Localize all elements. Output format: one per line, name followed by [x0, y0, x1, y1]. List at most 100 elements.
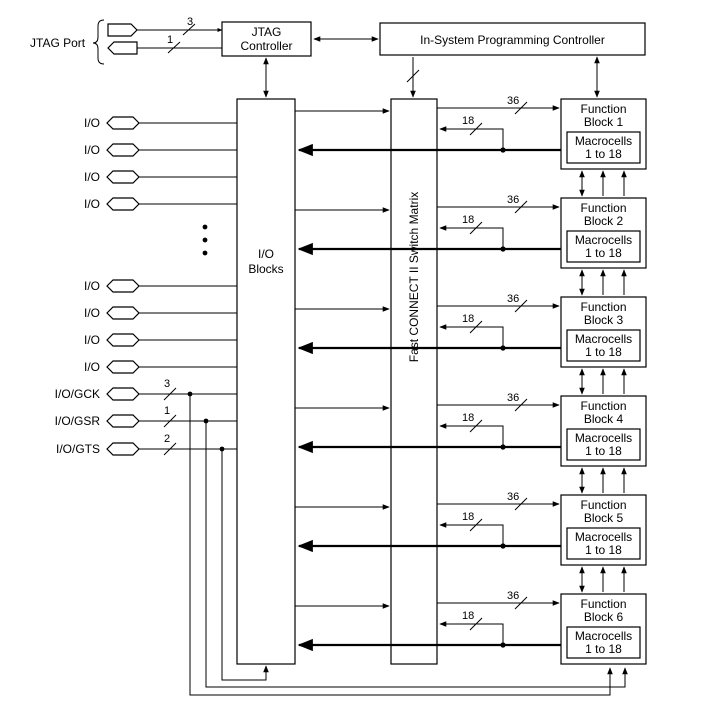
- bus-slash: [182, 23, 196, 36]
- fb-input-width: 36: [507, 95, 519, 107]
- macrocells-box: [566, 428, 641, 461]
- bus-slash: [469, 221, 483, 235]
- macrocells-box: [566, 329, 641, 362]
- macrocells-box: [566, 527, 641, 560]
- global-pin-label: I/O/GCK: [55, 387, 100, 401]
- fb-feedback-bus: [439, 225, 504, 249]
- function-block-name: Block 3: [584, 313, 624, 327]
- macrocells-label: Macrocells: [575, 233, 632, 247]
- io-pin-label: I/O: [84, 360, 100, 374]
- global-pin-connector: [106, 387, 140, 401]
- io-pin-label: I/O: [84, 143, 100, 157]
- bus-slash: [163, 414, 177, 428]
- jtag-brace: [92, 19, 105, 65]
- jtag-controller-box: [221, 21, 312, 57]
- function-block-title: Function: [580, 300, 626, 314]
- fb-input-width: 36: [507, 392, 519, 404]
- function-block-title: Function: [580, 597, 626, 611]
- fb-feedback-width: 18: [462, 412, 474, 424]
- function-block-name: Block 2: [584, 214, 624, 228]
- io-pins: I/O I/O I/O I/O I/O I/O I/O I/O: [84, 116, 237, 374]
- bus-slash: [163, 442, 177, 456]
- bus-slash: [514, 497, 528, 511]
- function-block-title: Function: [580, 201, 626, 215]
- bus-slash: [469, 122, 483, 136]
- fb-feedback-width: 18: [462, 610, 474, 622]
- function-block-title: Function: [580, 399, 626, 413]
- switch-matrix-label: Fast CONNECT II Switch Matrix: [407, 192, 421, 362]
- global-pin-width: 3: [164, 378, 170, 390]
- fb-input-width: 36: [507, 293, 519, 305]
- bus-slash: [514, 398, 528, 412]
- fb-feedback-bus: [439, 621, 504, 645]
- io-pin-label: I/O: [84, 333, 100, 347]
- function-block-title: Function: [580, 498, 626, 512]
- jtag-controller-label-2: Controller: [240, 39, 292, 53]
- function-block-name: Block 4: [584, 412, 624, 426]
- macrocells-box: [566, 230, 641, 263]
- io-pin-connector: [106, 143, 140, 157]
- fb-feedback-width: 18: [462, 511, 474, 523]
- gsr-bus-line: [205, 421, 628, 688]
- macrocells-range: 1 to 18: [585, 543, 622, 557]
- macrocells-range: 1 to 18: [585, 147, 622, 161]
- isp-controller-box: [379, 22, 646, 56]
- switch-matrix-box: [390, 98, 438, 665]
- function-block-name: Block 5: [584, 511, 624, 525]
- io-blocks-box: [236, 98, 296, 665]
- fb-input-width: 36: [507, 194, 519, 206]
- macrocells-range: 1 to 18: [585, 642, 622, 656]
- function-block-title: Function: [580, 102, 626, 116]
- fb-feedback-width: 18: [462, 214, 474, 226]
- gts-bus-line: [221, 449, 269, 681]
- macrocells-range: 1 to 18: [585, 246, 622, 260]
- bus-slash: [469, 518, 483, 532]
- bus-slash: [514, 200, 528, 214]
- io-pin-connector: [106, 170, 140, 184]
- function-block-name: Block 1: [584, 115, 624, 129]
- ellipsis-dot: [202, 237, 208, 243]
- io-pin-label: I/O: [84, 197, 100, 211]
- macrocells-box: [566, 131, 641, 164]
- macrocells-label: Macrocells: [575, 629, 632, 643]
- ellipsis-dot: [202, 224, 208, 230]
- io-pin-label: I/O: [84, 279, 100, 293]
- global-pin-width: 1: [164, 405, 170, 417]
- bus-slash: [163, 387, 177, 401]
- io-pin-connector: [106, 279, 140, 293]
- bus-slash: [514, 596, 528, 610]
- fb-feedback-width: 18: [462, 313, 474, 325]
- bus-slash: [469, 617, 483, 631]
- global-pin-connector: [106, 414, 140, 428]
- io-pin-connector: [106, 306, 140, 320]
- bus-slash: [406, 69, 420, 83]
- function-block-name: Block 6: [584, 610, 624, 624]
- jtag-tdo-connector: [107, 41, 138, 55]
- fb-feedback-bus: [439, 522, 504, 546]
- io-pin-connector: [106, 197, 140, 211]
- bus-slash: [469, 320, 483, 334]
- io-pin-label: I/O: [84, 306, 100, 320]
- macrocells-label: Macrocells: [575, 134, 632, 148]
- macrocells-label: Macrocells: [575, 431, 632, 445]
- jtag-tdo-width: 1: [167, 34, 173, 46]
- bus-slash: [514, 299, 528, 313]
- macrocells-box: [566, 626, 641, 659]
- jtag-controller-label-1: JTAG: [252, 25, 282, 39]
- fb-feedback-bus: [439, 324, 504, 348]
- io-pin-connector: [106, 333, 140, 347]
- global-pin-connector: [106, 442, 140, 456]
- fb-feedback-bus: [439, 423, 504, 447]
- fb-feedback-width: 18: [462, 115, 474, 127]
- global-pin-label: I/O/GTS: [56, 442, 100, 456]
- fb-input-width: 36: [507, 491, 519, 503]
- isp-controller-label: In-System Programming Controller: [420, 33, 605, 47]
- fb-feedback-bus: [439, 126, 504, 150]
- bus-slash: [514, 101, 528, 115]
- io-pin-label: I/O: [84, 170, 100, 184]
- jtag-port-label: JTAG Port: [30, 36, 86, 50]
- io-pin-label: I/O: [84, 116, 100, 130]
